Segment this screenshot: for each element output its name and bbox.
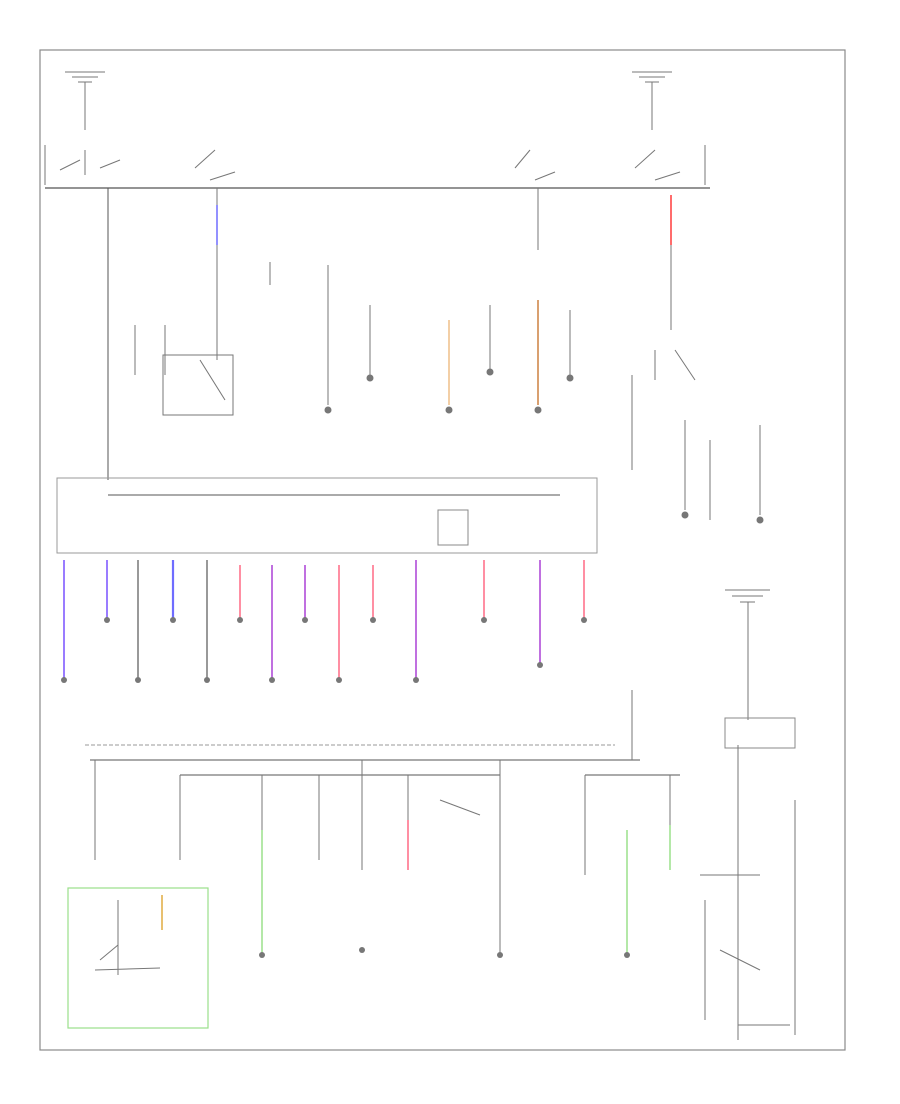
ignition-switch-left: [44, 145, 236, 185]
junction-block-frame: [56, 477, 598, 554]
ignition-switch-right: [514, 145, 706, 185]
junction-branches: [63, 560, 585, 680]
right-relay-group: [631, 349, 764, 524]
outer-frame: [39, 49, 846, 1051]
lower-right-relays: [700, 874, 790, 1026]
branch-terminals: [61, 617, 587, 683]
ground-symbol-right: [632, 71, 672, 130]
ground-symbol-left: [65, 71, 105, 130]
internal-relay: [437, 509, 469, 546]
light-control-switch-frame: [67, 887, 209, 1029]
lower-branches: [94, 745, 796, 1040]
lower-terminals: [259, 947, 630, 958]
ground-symbol-lower-right: [725, 589, 770, 720]
fuse-box-frame: [724, 717, 796, 749]
upper-components: [134, 262, 574, 416]
light-control-switch-internals: [94, 900, 161, 975]
